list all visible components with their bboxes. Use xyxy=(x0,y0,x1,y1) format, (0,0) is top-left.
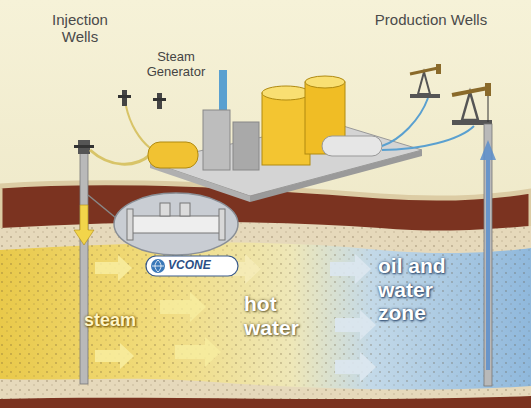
logo-badge xyxy=(146,256,238,276)
logo-globe xyxy=(151,259,165,273)
pump-beam xyxy=(452,88,488,95)
steam-line xyxy=(90,150,150,164)
leader-line xyxy=(88,195,116,218)
zone-label: hot water xyxy=(244,292,328,339)
callout-bubble xyxy=(114,193,238,255)
tank-top xyxy=(262,86,310,100)
vcone-callout xyxy=(88,193,238,276)
production-well xyxy=(480,124,496,386)
meter-port xyxy=(160,203,170,216)
water-arrow xyxy=(335,310,376,340)
well-group-label: Injection Wells xyxy=(32,12,128,46)
meter-body xyxy=(130,216,222,233)
water-arrow xyxy=(330,254,371,284)
pump-head xyxy=(485,83,491,96)
well-pipe xyxy=(80,152,88,384)
logo-globe-lines xyxy=(152,260,164,272)
wellhead-valve xyxy=(74,145,94,148)
up-arrow xyxy=(480,140,496,370)
logo-text: VCONE xyxy=(168,259,234,272)
wellhead-valve xyxy=(118,95,131,98)
pipe xyxy=(382,98,428,146)
pump-beam xyxy=(410,68,438,74)
steam-arrow xyxy=(95,255,132,281)
pump-frame xyxy=(418,72,430,94)
steam-arrow xyxy=(95,343,134,369)
stack xyxy=(219,70,227,115)
flow-arrows xyxy=(95,254,376,382)
boiler xyxy=(203,110,230,170)
steam-line xyxy=(126,106,150,148)
zone-label: steam xyxy=(84,310,154,330)
steam-arrow xyxy=(160,292,206,322)
pump-jack xyxy=(452,83,492,125)
equipment-label: Steam Generator xyxy=(134,50,218,79)
meter-port xyxy=(180,203,190,216)
meter-flange xyxy=(127,209,133,240)
bottom-rock xyxy=(0,396,531,408)
wellhead-valve xyxy=(153,98,166,101)
water-arrow xyxy=(335,352,376,382)
separator xyxy=(322,136,382,156)
meter-flange xyxy=(219,209,225,240)
pump-jack xyxy=(410,64,441,98)
zone-label: oil and water zone xyxy=(378,254,472,325)
steam-generator-plant xyxy=(148,70,474,202)
tank xyxy=(148,142,198,168)
steam-arrow xyxy=(175,337,221,367)
pump-head xyxy=(436,64,441,74)
well-group-label: Production Wells xyxy=(372,12,490,29)
pipe xyxy=(382,126,474,150)
down-arrow xyxy=(74,205,94,245)
boiler xyxy=(233,122,259,170)
pump-frame xyxy=(462,92,478,120)
tank xyxy=(262,93,310,165)
tank-top xyxy=(305,76,345,88)
pump-rod xyxy=(488,96,489,122)
